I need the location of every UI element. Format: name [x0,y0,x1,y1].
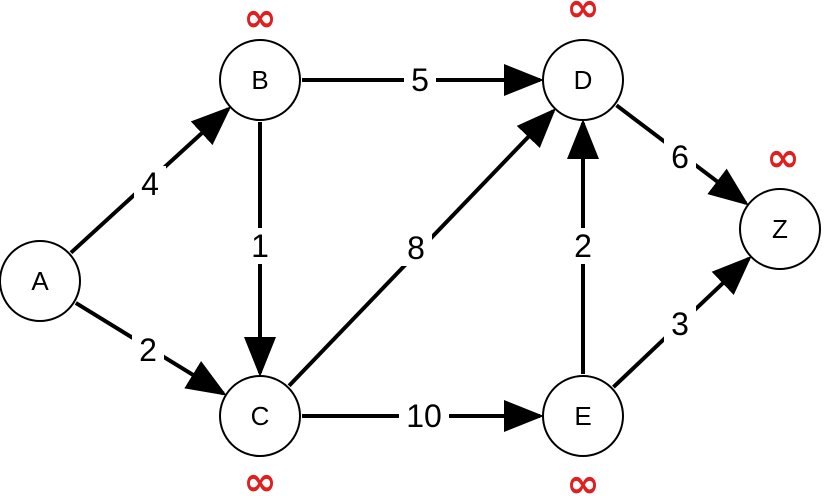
node-z: Z∞ [739,135,821,270]
edge-weight-a-b: 4 [141,166,159,202]
node-circle [0,240,81,322]
node-label-b: B [251,65,268,95]
node-label-z: Z [772,214,788,244]
edge-weight-background [400,230,432,266]
edge-weight-background [664,139,696,175]
edge-weight-background [567,228,599,264]
distance-label-d: ∞ [566,0,599,31]
edge-weight-c-d: 8 [407,230,425,266]
edge-weight-b-d: 5 [411,62,429,98]
node-circle [739,188,821,270]
edge-weight-background [404,62,436,98]
edge-weight-background [134,166,166,202]
edge-weight-e-z: 3 [671,306,689,342]
node-d: D∞ [542,0,624,121]
node-label-a: A [31,266,49,296]
edge-weight-e-d: 2 [574,228,592,264]
edge-weight-background [132,332,164,368]
node-label-d: D [574,65,593,95]
node-circle [542,375,624,457]
distance-label-b: ∞ [243,0,276,41]
node-circle [542,39,624,121]
node-c: C∞ [219,375,301,496]
node-a: A [0,240,81,322]
node-label-e: E [574,401,591,431]
edge-weight-c-e: 10 [406,398,442,434]
edges-layer: 4 2 1 5 8 10 2 6 3 [69,62,752,434]
distance-label-z: ∞ [766,135,799,181]
distance-label-c: ∞ [243,459,276,496]
edge-weight-d-z: 6 [671,139,689,175]
node-circle [219,375,301,457]
distance-label-e: ∞ [566,461,599,496]
edge-weight-background [244,228,276,264]
edge-weight-a-c: 2 [139,332,157,368]
node-label-c: C [251,401,270,431]
edge-weight-background [664,306,696,342]
edge-weight-b-c: 1 [251,228,269,264]
node-circle [219,39,301,121]
node-b: B∞ [219,0,301,121]
node-e: E∞ [542,375,624,496]
edge-weight-background [399,398,449,434]
